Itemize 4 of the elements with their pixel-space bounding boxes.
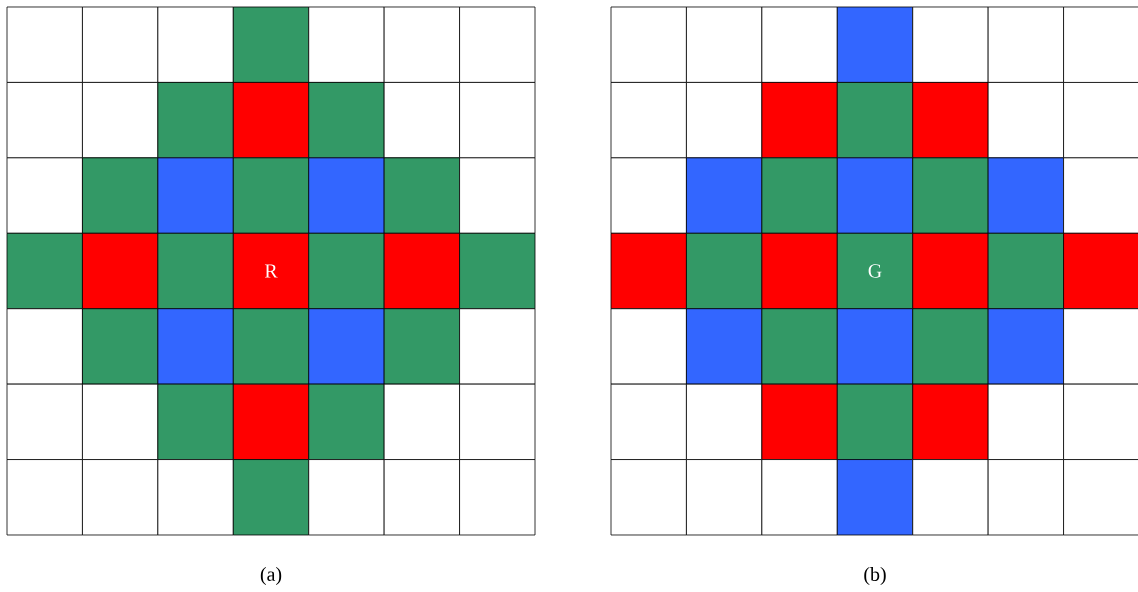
panel-label: (a) xyxy=(260,566,282,585)
panel-label: (b) xyxy=(864,566,886,585)
cell-label: G xyxy=(868,264,882,278)
cell-label: R xyxy=(264,264,278,278)
